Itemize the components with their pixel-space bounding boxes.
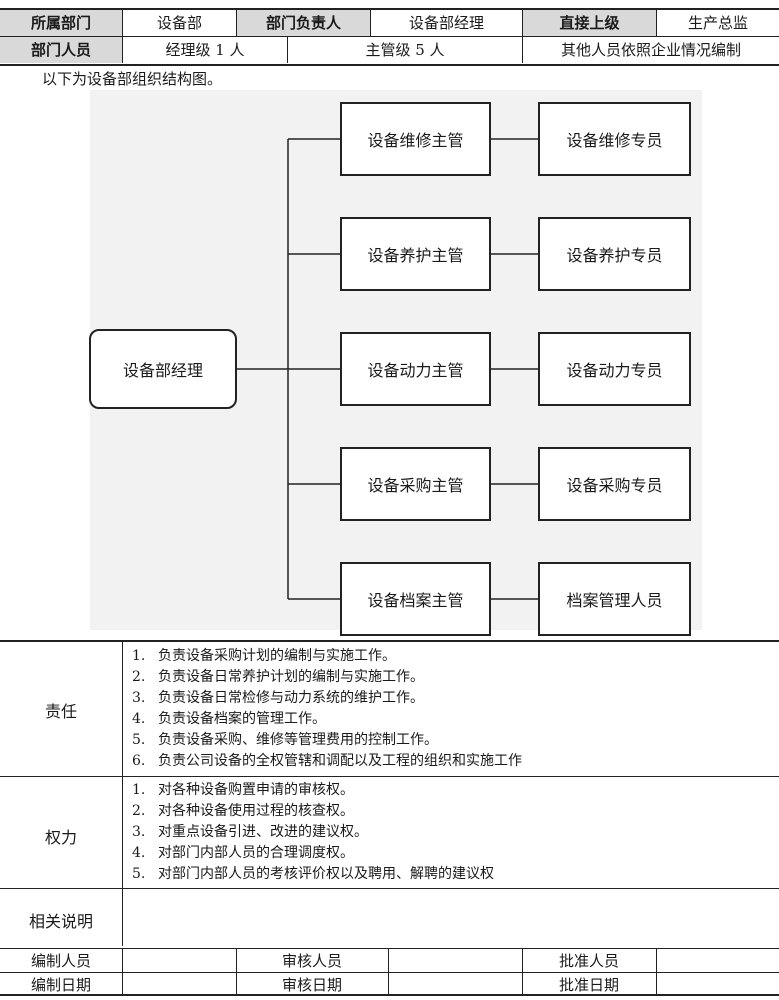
dept-value: 设备部 bbox=[122, 10, 236, 36]
notes-label: 相关说明 bbox=[28, 912, 93, 931]
approved-by-label: 批准人员 bbox=[558, 952, 619, 970]
staff-node: 档案管理人员 bbox=[538, 562, 691, 636]
header-row-1: 所属部门 设备部 部门负责人 设备部经理 直接上级 生产总监 bbox=[0, 10, 779, 37]
list-item: 1. 负责设备采购计划的编制与实施工作。 bbox=[132, 646, 522, 667]
list-item: 1. 对各种设备购置申请的审核权。 bbox=[132, 780, 494, 801]
head-value: 设备部经理 bbox=[370, 10, 522, 36]
staff-node: 设备动力专员 bbox=[538, 332, 691, 406]
supervisor-node: 设备维修主管 bbox=[340, 102, 491, 176]
dept-label: 所属部门 bbox=[0, 10, 122, 36]
list-item: 2. 负责设备日常养护计划的编制与实施工作。 bbox=[132, 667, 522, 688]
item-number: 5. bbox=[132, 866, 146, 882]
item-text: 负责设备档案的管理工作。 bbox=[158, 711, 326, 727]
supervisor-node: 设备养护主管 bbox=[340, 217, 491, 291]
responsibilities-list: 1. 负责设备采购计划的编制与实施工作。 2. 负责设备日常养护计划的编制与实施工作… bbox=[132, 646, 522, 772]
item-text: 对各种设备购置申请的审核权。 bbox=[158, 782, 354, 798]
manager-count: 经理级 1 人 bbox=[122, 37, 287, 63]
list-item: 3. 负责设备日常检修与动力系统的维护工作。 bbox=[132, 688, 522, 709]
row-divider bbox=[0, 776, 779, 777]
reviewed-by-label: 审核人员 bbox=[281, 952, 342, 970]
signoff-divider bbox=[388, 948, 389, 996]
item-text: 负责设备日常检修与动力系统的维护工作。 bbox=[158, 690, 424, 706]
signoff-divider bbox=[236, 948, 237, 996]
approved-date-label: 批准日期 bbox=[558, 976, 619, 994]
item-text: 对部门内部人员的考核评价权以及聘用、解聘的建议权 bbox=[158, 866, 494, 882]
staff-node: 设备养护专员 bbox=[538, 217, 691, 291]
prepared-date-label: 编制日期 bbox=[30, 976, 91, 994]
item-text: 负责公司设备的全权管辖和调配以及工程的组织和实施工作 bbox=[158, 753, 522, 769]
authority-label: 权力 bbox=[44, 828, 77, 847]
duties-table: 责任 1. 负责设备采购计划的编制与实施工作。 2. 负责设备日常养护计划的编制与实… bbox=[0, 640, 779, 996]
list-item: 3. 对重点设备引进、改进的建议权。 bbox=[132, 822, 494, 843]
superior-value: 生产总监 bbox=[656, 10, 779, 36]
item-number: 1. bbox=[132, 782, 146, 798]
signoff-divider bbox=[656, 948, 657, 996]
row-divider bbox=[0, 972, 779, 973]
item-text: 负责设备采购、维修等管理费用的控制工作。 bbox=[158, 732, 438, 748]
item-number: 2. bbox=[132, 803, 146, 819]
list-item: 6. 负责公司设备的全权管辖和调配以及工程的组织和实施工作 bbox=[132, 751, 522, 772]
item-number: 1. bbox=[132, 648, 146, 664]
item-text: 对部门内部人员的合理调度权。 bbox=[158, 845, 354, 861]
list-item: 2. 对各种设备使用过程的核查权。 bbox=[132, 801, 494, 822]
head-label: 部门负责人 bbox=[236, 10, 370, 36]
list-item: 5. 负责设备采购、维修等管理费用的控制工作。 bbox=[132, 730, 522, 751]
prepared-by-label: 编制人员 bbox=[30, 952, 91, 970]
signoff-divider bbox=[122, 948, 123, 996]
staff-node: 设备维修专员 bbox=[538, 102, 691, 176]
supervisor-node: 设备采购主管 bbox=[340, 447, 491, 521]
item-text: 对重点设备引进、改进的建议权。 bbox=[158, 824, 368, 840]
row-divider bbox=[0, 948, 779, 949]
list-item: 4. 负责设备档案的管理工作。 bbox=[132, 709, 522, 730]
header-table: 所属部门 设备部 部门负责人 设备部经理 直接上级 生产总监 部门人员 经理级 … bbox=[0, 8, 779, 66]
list-item: 5. 对部门内部人员的考核评价权以及聘用、解聘的建议权 bbox=[132, 864, 494, 885]
item-number: 4. bbox=[132, 845, 146, 861]
signoff-divider bbox=[522, 948, 523, 996]
supervisor-node: 设备动力主管 bbox=[340, 332, 491, 406]
header-row-2: 部门人员 经理级 1 人 主管级 5 人 其他人员依照企业情况编制 bbox=[0, 37, 779, 63]
root-node: 设备部经理 bbox=[89, 329, 237, 409]
item-number: 6. bbox=[132, 753, 146, 769]
responsibilities-label: 责任 bbox=[44, 702, 77, 721]
item-text: 对各种设备使用过程的核查权。 bbox=[158, 803, 354, 819]
reviewed-date-label: 审核日期 bbox=[281, 976, 342, 994]
others-note: 其他人员依照企业情况编制 bbox=[522, 37, 779, 63]
item-text: 负责设备日常养护计划的编制与实施工作。 bbox=[158, 669, 424, 685]
authority-list: 1. 对各种设备购置申请的审核权。 2. 对各种设备使用过程的核查权。 3. 对重点设… bbox=[132, 780, 494, 885]
superior-label: 直接上级 bbox=[522, 10, 656, 36]
staff-label: 部门人员 bbox=[0, 37, 122, 63]
item-number: 4. bbox=[132, 711, 146, 727]
label-column-divider bbox=[122, 642, 123, 946]
row-divider bbox=[0, 888, 779, 889]
item-number: 2. bbox=[132, 669, 146, 685]
intro-text: 以下为设备部组织结构图。 bbox=[42, 70, 223, 88]
item-text: 负责设备采购计划的编制与实施工作。 bbox=[158, 648, 396, 664]
item-number: 5. bbox=[132, 732, 146, 748]
staff-node: 设备采购专员 bbox=[538, 447, 691, 521]
list-item: 4. 对部门内部人员的合理调度权。 bbox=[132, 843, 494, 864]
item-number: 3. bbox=[132, 824, 146, 840]
supervisor-count: 主管级 5 人 bbox=[287, 37, 522, 63]
supervisor-node: 设备档案主管 bbox=[340, 562, 491, 636]
item-number: 3. bbox=[132, 690, 146, 706]
